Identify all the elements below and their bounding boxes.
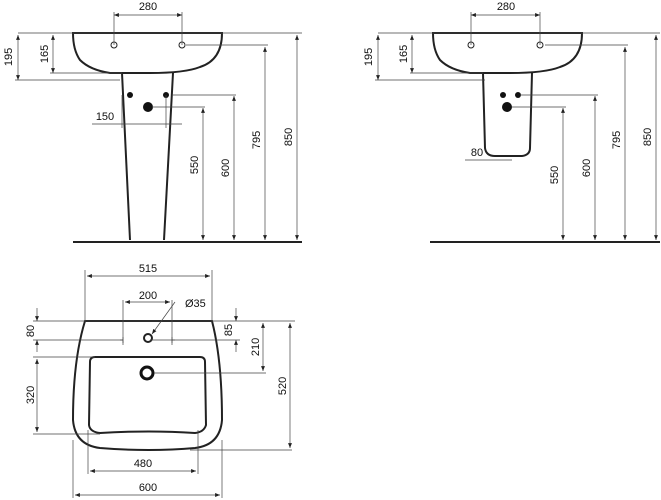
dim-550: 550 <box>189 156 201 174</box>
plan-view: 515 200 Ø35 80 320 85 210 520 480 600 <box>25 263 295 498</box>
dim-195: 195 <box>363 48 375 66</box>
pedestal-outline <box>121 72 174 241</box>
dim-280: 280 <box>139 1 157 13</box>
dim-520: 520 <box>277 377 289 395</box>
semipedestal-outline <box>482 72 533 157</box>
dim-165: 165 <box>398 45 410 63</box>
dim-600: 600 <box>220 159 232 177</box>
pedestal-side-view: 280 195 165 150 550 600 795 850 <box>3 1 302 243</box>
dim-85: 85 <box>223 324 235 336</box>
dim-795: 795 <box>611 131 623 149</box>
waste-outlet <box>139 365 155 381</box>
bowl-outline <box>87 356 208 435</box>
tap-hole <box>143 333 153 343</box>
dim-795: 795 <box>251 131 263 149</box>
dim-850: 850 <box>283 128 295 146</box>
dim-195: 195 <box>3 48 15 66</box>
dim-550: 550 <box>549 166 561 184</box>
dim-320: 320 <box>25 386 37 404</box>
dim-200: 200 <box>139 290 157 302</box>
dim-210: 210 <box>250 338 262 356</box>
dim-150: 150 <box>96 111 114 123</box>
dim-600: 600 <box>139 482 157 494</box>
dim-600: 600 <box>581 159 593 177</box>
basin-outline <box>431 32 584 74</box>
dim-480: 480 <box>134 458 152 470</box>
dim-515: 515 <box>139 263 157 275</box>
dim-165: 165 <box>39 45 51 63</box>
basin-outline <box>71 32 224 74</box>
basin-plan-outline <box>71 320 224 451</box>
dim-80: 80 <box>25 325 37 337</box>
dim-280: 280 <box>497 1 515 13</box>
dim-80: 80 <box>471 147 483 159</box>
dim-hole-diameter: Ø35 <box>185 298 206 310</box>
semipedestal-side-view: 280 195 165 80 550 600 795 850 <box>363 1 660 243</box>
dim-850: 850 <box>642 128 654 146</box>
